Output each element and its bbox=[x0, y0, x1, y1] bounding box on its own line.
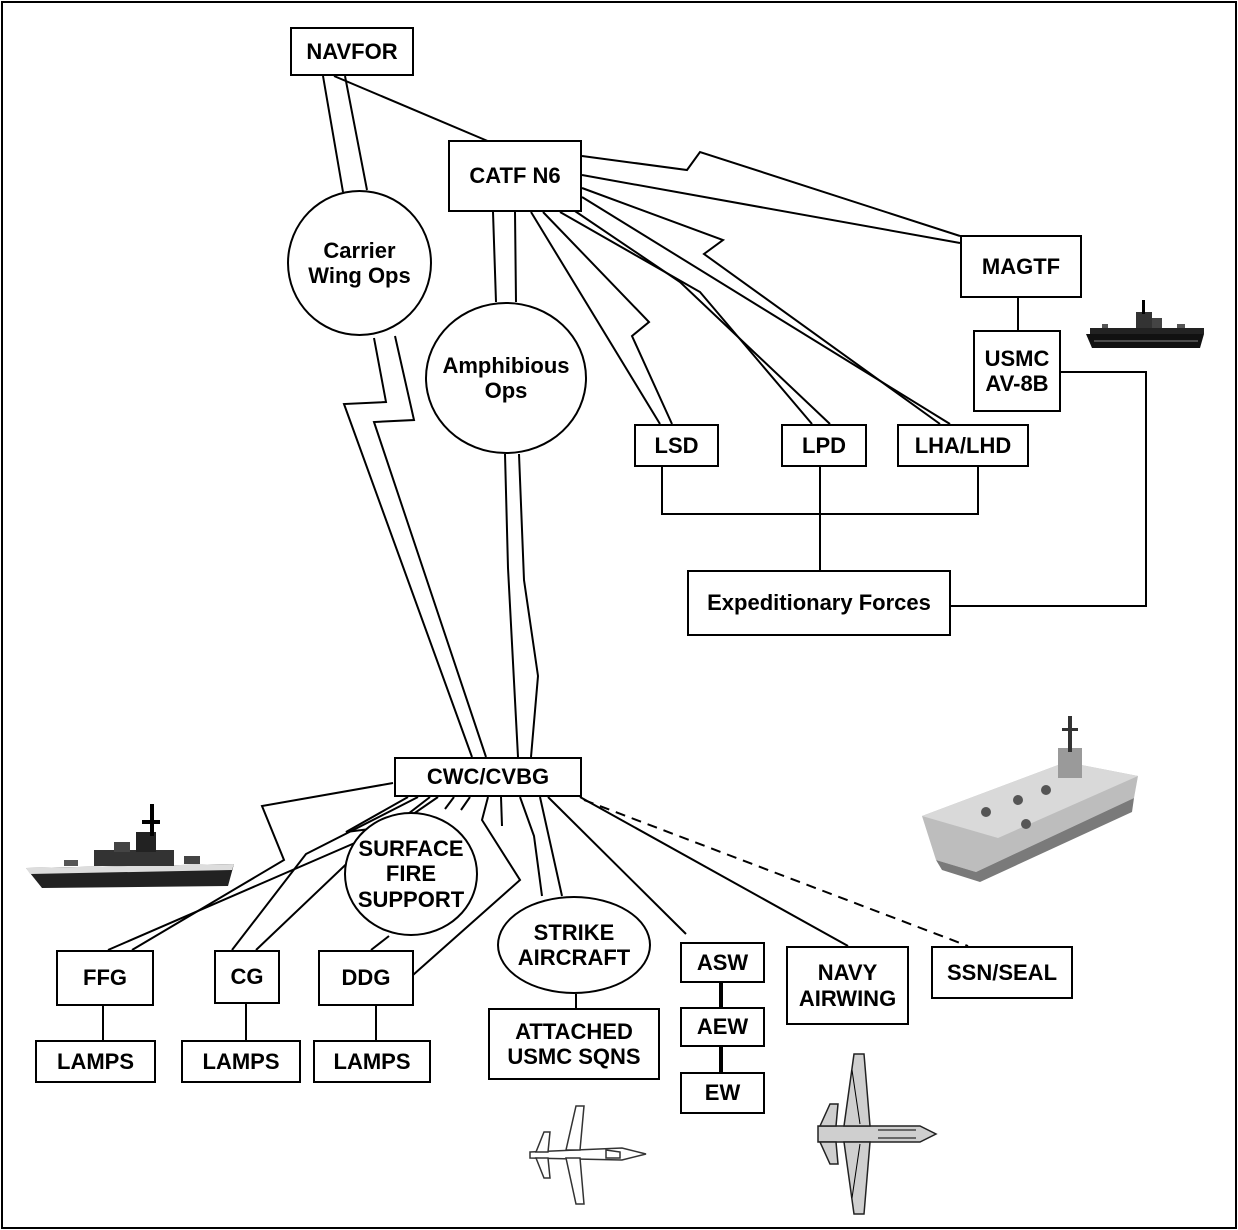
navy-airwing-node: NAVY AIRWING bbox=[786, 946, 909, 1025]
cg-node: CG bbox=[214, 950, 280, 1004]
lamps-ddg-node: LAMPS bbox=[313, 1040, 431, 1083]
link-cwc-sfs-b bbox=[460, 796, 471, 811]
ffg-node: FFG bbox=[56, 950, 154, 1006]
link-catf-lsd-a bbox=[530, 211, 661, 425]
fa18-fighter-jet-icon bbox=[529, 1105, 647, 1205]
link-cwc-ffg-a bbox=[131, 782, 394, 951]
link-cwc-ddg-right-a bbox=[412, 796, 522, 976]
amphibious-ops-circle: Amphibious Ops bbox=[425, 302, 587, 454]
link-carrier-wing-ops-a bbox=[322, 75, 473, 758]
navfor-node: NAVFOR bbox=[290, 27, 414, 76]
strike-aircraft-circle: STRIKE AIRCRAFT bbox=[497, 896, 651, 994]
f14-fighter-jet-icon bbox=[817, 1053, 938, 1215]
link-amphibious-ops-a bbox=[492, 211, 519, 758]
link-cwc-cg-a bbox=[231, 796, 419, 951]
ew-node: EW bbox=[680, 1072, 765, 1114]
magtf-node: MAGTF bbox=[960, 235, 1082, 298]
asw-node: ASW bbox=[680, 942, 765, 983]
lamps-ffg-node: LAMPS bbox=[35, 1040, 156, 1083]
cwc-cvbg-node: CWC/CVBG bbox=[394, 757, 582, 797]
lpd-node: LPD bbox=[781, 424, 867, 467]
link-catf-lpd-b bbox=[565, 204, 831, 425]
ddg-node: DDG bbox=[318, 950, 414, 1006]
link-catf-magtf-b bbox=[581, 174, 961, 244]
link-cwc-sfs-a bbox=[444, 796, 455, 810]
destroyer-ship-icon bbox=[26, 804, 234, 888]
amphibious-assault-ship-illustration bbox=[922, 716, 1138, 882]
link-catf-magtf-a bbox=[581, 150, 961, 237]
surface-fire-support-circle: SURFACE FIRE SUPPORT bbox=[344, 812, 478, 936]
link-carrier-wing-ops-b bbox=[344, 75, 487, 758]
link-cwc-navy-airwing bbox=[579, 796, 849, 947]
link-catf-lha-b bbox=[581, 196, 951, 425]
link-catf-lha-a bbox=[581, 187, 941, 425]
link-amphibious-ops-b bbox=[514, 211, 540, 758]
link-cwc-ddg-b bbox=[370, 935, 390, 951]
lsd-node: LSD bbox=[634, 424, 719, 467]
usmc-av8b-node: USMC AV-8B bbox=[973, 330, 1061, 412]
link-cwc-strike-a bbox=[519, 796, 543, 897]
aew-node: AEW bbox=[680, 1007, 765, 1047]
link-catf-lpd-a bbox=[559, 211, 813, 425]
link-catf-lsd-b bbox=[542, 211, 673, 425]
catf-n6-node: CATF N6 bbox=[448, 140, 582, 212]
link-cwc-asw bbox=[547, 796, 687, 935]
expeditionary-forces-node: Expeditionary Forces bbox=[687, 570, 951, 636]
lamps-cg-node: LAMPS bbox=[181, 1040, 301, 1083]
ssn-seal-node: SSN/SEAL bbox=[931, 946, 1073, 999]
attached-usmc-sqns-node: ATTACHED USMC SQNS bbox=[488, 1008, 660, 1080]
carrier-wing-ops-circle: Carrier Wing Ops bbox=[287, 190, 432, 336]
lha-lhd-node: LHA/LHD bbox=[897, 424, 1029, 467]
link-cwc-strike-b bbox=[539, 796, 563, 897]
amphibious-assault-ship-icon bbox=[1086, 300, 1204, 348]
link-usmc-expeditionary bbox=[951, 371, 1147, 607]
link-navfor-catf bbox=[333, 75, 491, 143]
link-cwc-ssn-dashed bbox=[583, 799, 969, 947]
link-cwc-ddg-right-b bbox=[500, 796, 503, 827]
